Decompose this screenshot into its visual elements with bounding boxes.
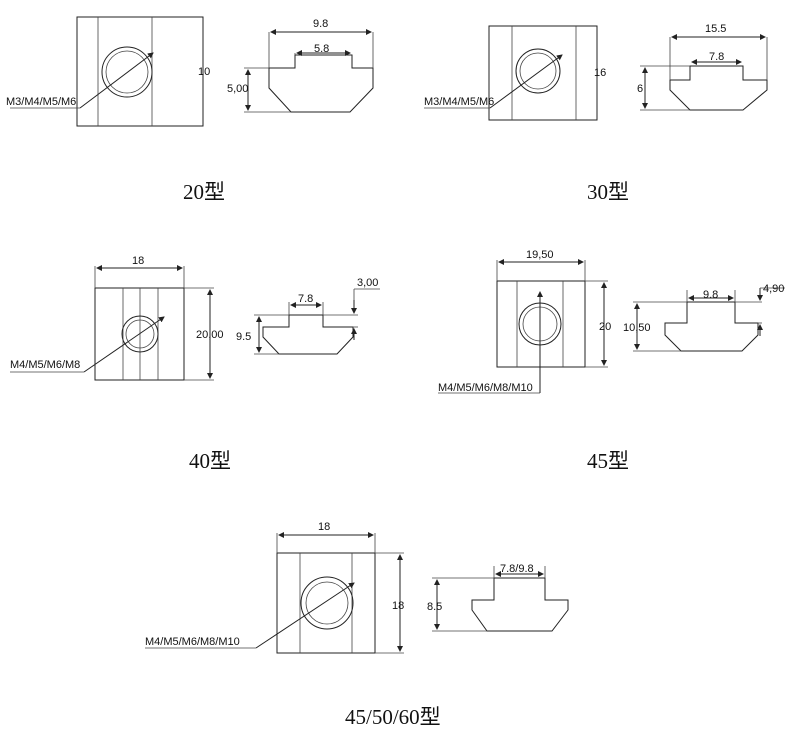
tnut-45-front-view: 19,50 20 M4/M5/M6/M8/M10 (438, 249, 611, 394)
tnut-30-profile-view: 15.5 7.8 6 (637, 23, 768, 111)
caption-45: 45型 (587, 449, 629, 473)
top-dim-45: 19,50 (526, 249, 554, 261)
slot-dim-40: 7.8 (298, 293, 313, 305)
side-dim-45: 20 (599, 321, 611, 333)
tnut-40-group: 18 20,00 M4/M5/M6/M8 7.8 3,00 9.5 (10, 255, 380, 473)
slot-dim-45-50-60: 7.8/9.8 (500, 563, 534, 575)
caption-40: 40型 (189, 449, 231, 473)
caption-30: 30型 (587, 180, 629, 204)
tnut-20-profile-view: 9.8 5.8 5,00 (227, 18, 374, 113)
tnut-45-profile-view: 9.8 4,90 10,50 (623, 283, 785, 352)
tnut-45-50-60-group: 18 18 M4/M5/M6/M8/M10 7.8/9.8 8.5 45/50/… (145, 521, 569, 729)
height-dim-45: 10,50 (623, 322, 651, 334)
height-dim-30: 6 (637, 83, 643, 95)
slot-dim-30: 7.8 (709, 51, 724, 63)
caption-45-50-60: 45/50/60型 (345, 705, 441, 729)
step-dim-45: 4,90 (763, 283, 784, 295)
thread-label-45: M4/M5/M6/M8/M10 (438, 382, 533, 394)
top-dim-45-50-60: 18 (318, 521, 330, 533)
tnut-45-group: 19,50 20 M4/M5/M6/M8/M10 9.8 4,90 10,50 (438, 249, 785, 473)
top-dim-40: 18 (132, 255, 144, 267)
tnut-20-group: M3/M4/M5/M6 10 9.8 5.8 5,00 20型 (6, 16, 374, 204)
side-dim-45-50-60: 18 (392, 600, 404, 612)
width-dim-30: 15.5 (705, 23, 726, 35)
height-dim-20: 5,00 (227, 83, 248, 95)
width-dim-20: 9.8 (313, 18, 328, 30)
tnut-40-front-view: 18 20,00 M4/M5/M6/M8 (10, 255, 224, 381)
thread-label-30: M3/M4/M5/M6 (424, 96, 494, 108)
side-dim-40: 20,00 (196, 329, 224, 341)
side-dim-20: 10 (198, 66, 210, 78)
thread-label-40: M4/M5/M6/M8 (10, 359, 80, 371)
side-dim-30: 16 (594, 67, 606, 79)
height-dim-45-50-60: 8.5 (427, 601, 442, 613)
tnut-30-front-view: M3/M4/M5/M6 16 (424, 25, 606, 121)
tnut-20-front-view: M3/M4/M5/M6 10 (6, 16, 210, 127)
tnut-45-50-60-profile-view: 7.8/9.8 8.5 (427, 563, 569, 632)
tnut-40-profile-view: 7.8 3,00 9.5 (236, 277, 380, 355)
thread-label-20: M3/M4/M5/M6 (6, 96, 76, 108)
tnut-45-50-60-front-view: 18 18 M4/M5/M6/M8/M10 (145, 521, 404, 654)
thread-label-45-50-60: M4/M5/M6/M8/M10 (145, 636, 240, 648)
step-dim-40: 3,00 (357, 277, 378, 289)
slot-dim-45: 9.8 (703, 289, 718, 301)
tnut-30-group: M3/M4/M5/M6 16 15.5 7.8 6 30型 (424, 23, 768, 204)
slot-dim-20: 5.8 (314, 43, 329, 55)
height-dim-40: 9.5 (236, 331, 251, 343)
caption-20: 20型 (183, 180, 225, 204)
